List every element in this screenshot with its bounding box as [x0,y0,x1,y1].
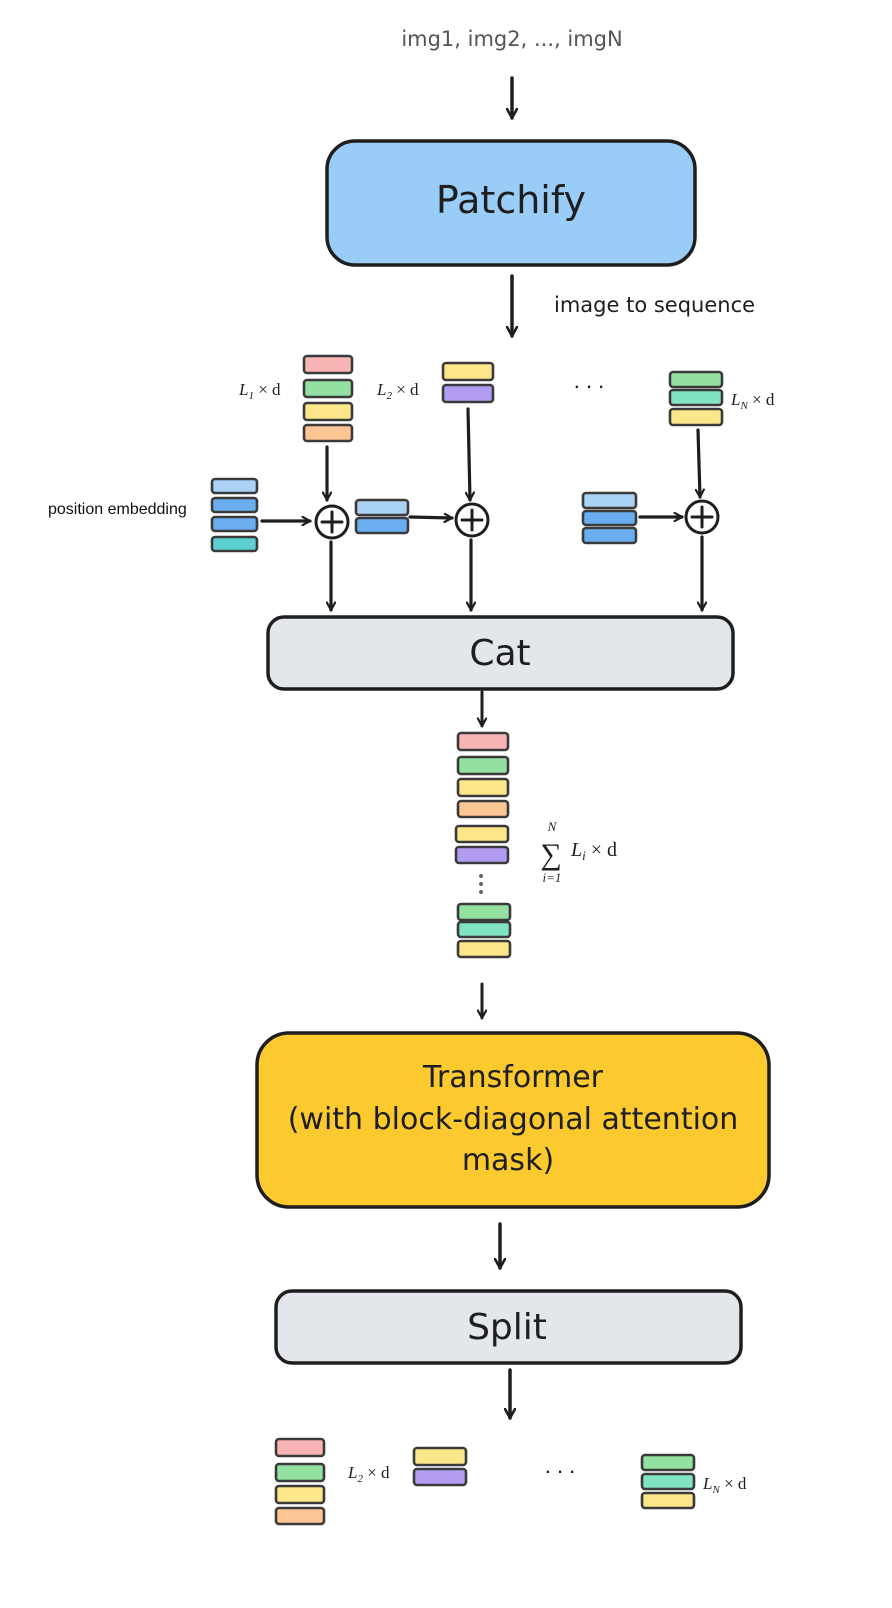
sum-lower: i=1 [543,870,562,885]
output-2-tokens [412,1446,468,1487]
sequence-1-dim: L1 × d [238,380,281,402]
cat-block [266,615,735,691]
arrow-seqn-to-plus [698,428,700,499]
token [210,515,259,533]
plus-operator-2 [454,502,490,538]
output-2-dim: L2 × d [347,1463,390,1485]
token [454,845,510,865]
patchify-label: Patchify [436,178,586,222]
token [668,388,724,407]
token [210,496,259,514]
token [456,755,510,776]
sequence-2-tokens [441,361,495,404]
vertical-dot [479,874,483,878]
sum-term: Li × d [570,839,617,863]
token [456,902,512,922]
patchify-block [325,139,697,267]
token [412,1467,468,1487]
token [354,516,410,535]
sequence-1-tokens [302,354,354,443]
cat-label: Cat [469,633,530,674]
concat-dim-formula: N ∑ i=1 Li × d [540,819,617,885]
token [456,920,512,939]
token [441,383,495,404]
split-label: Split [467,1307,547,1348]
vertical-dot [479,882,483,886]
token [354,498,410,517]
sequences-ellipsis: . . . [574,368,605,393]
output-n-dim: LN × d [702,1474,747,1496]
sum-upper: N [547,819,558,834]
token [581,491,638,510]
token [302,378,354,399]
sequence-n-tokens [668,370,724,427]
token [668,407,724,427]
token [456,731,510,752]
concatenated-tokens [454,731,512,959]
arrow-embed2-to-plus [408,517,454,518]
token [668,370,724,389]
token [454,824,510,844]
output-n-tokens [640,1453,696,1510]
position-embedding-n-tokens [581,491,638,545]
token [640,1491,696,1510]
token [441,361,495,382]
sum-symbol: ∑ [540,838,561,871]
token [210,477,259,495]
token [302,401,354,422]
position-embedding-label: position embedding [48,501,187,518]
transformer-label-line1: Transformer [422,1060,604,1095]
token [640,1453,696,1472]
token [456,939,512,959]
token [581,509,638,527]
token [210,535,259,553]
token [302,354,354,375]
token [274,1506,326,1526]
sequence-2-dim: L2 × d [376,380,419,402]
token [274,1484,326,1505]
transformer-label-line3: mask) [462,1143,554,1178]
input-images-label: img1, img2, ..., imgN [401,27,622,51]
plus-operator-1 [314,504,350,540]
transformer-label-line2: (with block-diagonal attention [288,1102,739,1137]
position-embedding-2-tokens [354,498,410,535]
vertical-dot [479,890,483,894]
sequence-n-dim: LN × d [730,390,775,412]
position-embedding-1-tokens [210,477,259,553]
token [456,777,510,798]
token [581,526,638,545]
split-block [274,1289,743,1365]
arrow-seq2-to-plus [468,407,470,502]
token [302,423,354,443]
token [274,1462,326,1483]
output-1-tokens [274,1437,326,1526]
token [412,1446,468,1467]
token [274,1437,326,1458]
transformer-block [255,1031,771,1209]
image-to-sequence-label: image to sequence [554,293,755,317]
plus-operator-n [684,499,720,535]
token [640,1472,696,1491]
token [456,799,510,819]
outputs-ellipsis: . . . [545,1453,576,1478]
